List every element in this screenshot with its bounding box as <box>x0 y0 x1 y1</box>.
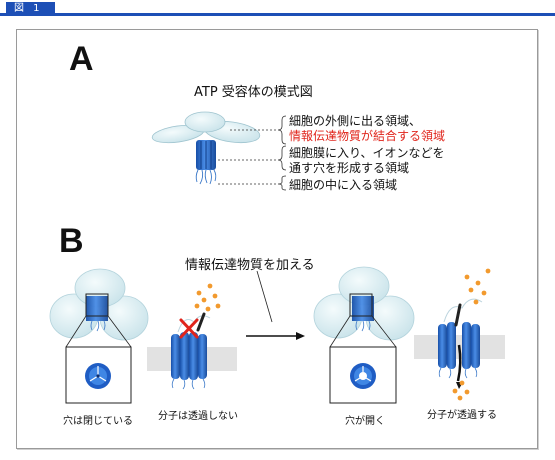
panel-a-title: ATP 受容体の模式図 <box>194 85 313 100</box>
closed-pore-top-view <box>85 363 111 389</box>
blocked-cross-icon <box>179 318 199 339</box>
zoom-box-closed <box>85 293 109 317</box>
annotation-extracellular: 細胞の外側に出る領域、 <box>289 114 422 128</box>
permeation-caption: 分子が透過する <box>427 410 497 421</box>
pore-closed-caption: 穴は閉じている <box>63 416 133 427</box>
open-pore-top-view <box>350 363 376 389</box>
no-permeation-caption: 分子は透過しない <box>158 411 238 422</box>
annotation-transmembrane: 細胞膜に入り、イオンなどを <box>289 146 445 160</box>
closed-channel-side <box>171 312 211 390</box>
figure-number-tab: 図 1 <box>6 2 55 16</box>
pore-open-caption: 穴が開く <box>345 416 385 427</box>
annotation-brackets <box>218 115 287 191</box>
open-channel-side <box>438 298 483 389</box>
atp-receptor-model <box>151 111 261 185</box>
closed-receptor <box>49 268 149 341</box>
ligand-molecules-open <box>452 268 491 401</box>
panel-b-letter: B <box>59 222 84 260</box>
zoom-box-open <box>349 293 373 317</box>
transition-arrow <box>246 270 305 340</box>
ligand-molecules-closed <box>194 283 221 312</box>
panel-a-letter: A <box>69 40 94 78</box>
add-messenger-label: 情報伝達物質を加える <box>185 258 315 273</box>
open-receptor <box>313 266 415 341</box>
annotation-pore: 通す穴を形成する領域 <box>289 161 410 175</box>
annotation-intracellular: 細胞の中に入る領域 <box>289 178 398 192</box>
annotation-binding-domain: 情報伝達物質が結合する領域 <box>289 129 446 143</box>
figure-header-rule <box>0 13 555 16</box>
